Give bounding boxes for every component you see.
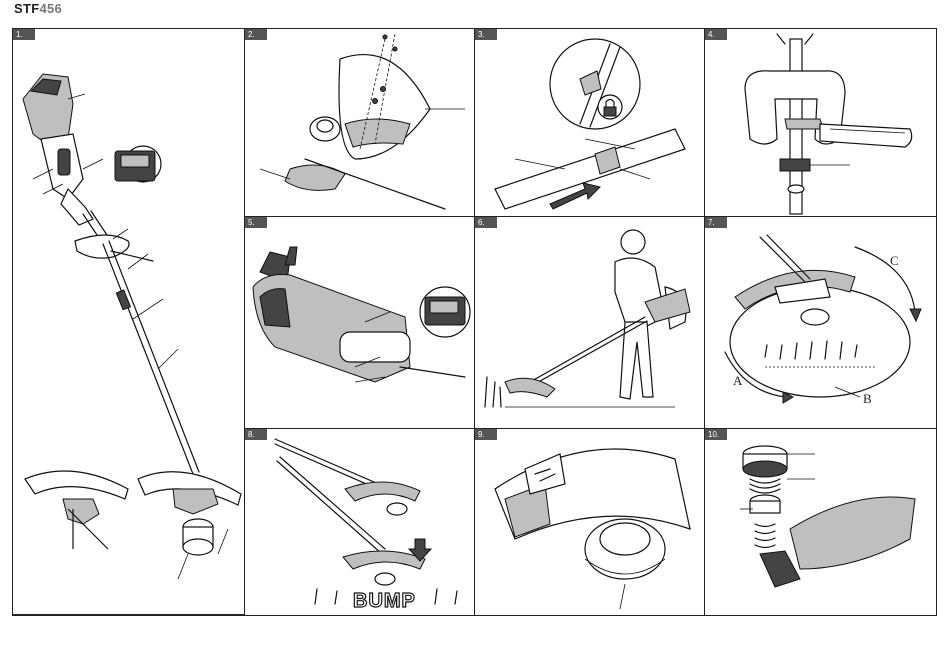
model-title: STF456 bbox=[14, 1, 62, 16]
illustration-sheet: 1. bbox=[12, 28, 937, 616]
label-b: B bbox=[863, 391, 872, 406]
trimmer-overview-drawing bbox=[13, 29, 245, 615]
handle-mount-drawing bbox=[705, 29, 936, 217]
model-prefix: STF bbox=[14, 1, 39, 16]
bump-text: BUMP bbox=[353, 590, 416, 612]
panel-6: 6. bbox=[475, 217, 705, 429]
panel-7: 7. A B C bbox=[705, 217, 936, 429]
panel-8: 8. BUMP bbox=[245, 429, 475, 615]
guard-closeup-drawing bbox=[475, 429, 705, 615]
panel-9: 9. bbox=[475, 429, 705, 615]
panel-1: 1. bbox=[13, 29, 245, 615]
label-a: A bbox=[733, 373, 743, 388]
bump-feed-drawing: BUMP bbox=[245, 429, 475, 615]
shaft-connection-drawing bbox=[475, 29, 705, 217]
guard-assembly-drawing bbox=[245, 29, 475, 217]
lock-icon bbox=[598, 95, 622, 119]
panel-10: 10. bbox=[705, 429, 936, 615]
spool-exploded-drawing bbox=[705, 429, 936, 615]
panel-5: 5. bbox=[245, 217, 475, 429]
model-number: 456 bbox=[39, 1, 62, 16]
operator-drawing bbox=[475, 217, 705, 429]
panel-4: 4. bbox=[705, 29, 936, 217]
rotation-diagram-drawing: A B C bbox=[705, 217, 936, 429]
label-c: C bbox=[890, 253, 899, 268]
panel-3: 3. bbox=[475, 29, 705, 217]
battery-insertion-drawing bbox=[245, 217, 475, 429]
panel-2: 2. bbox=[245, 29, 475, 217]
